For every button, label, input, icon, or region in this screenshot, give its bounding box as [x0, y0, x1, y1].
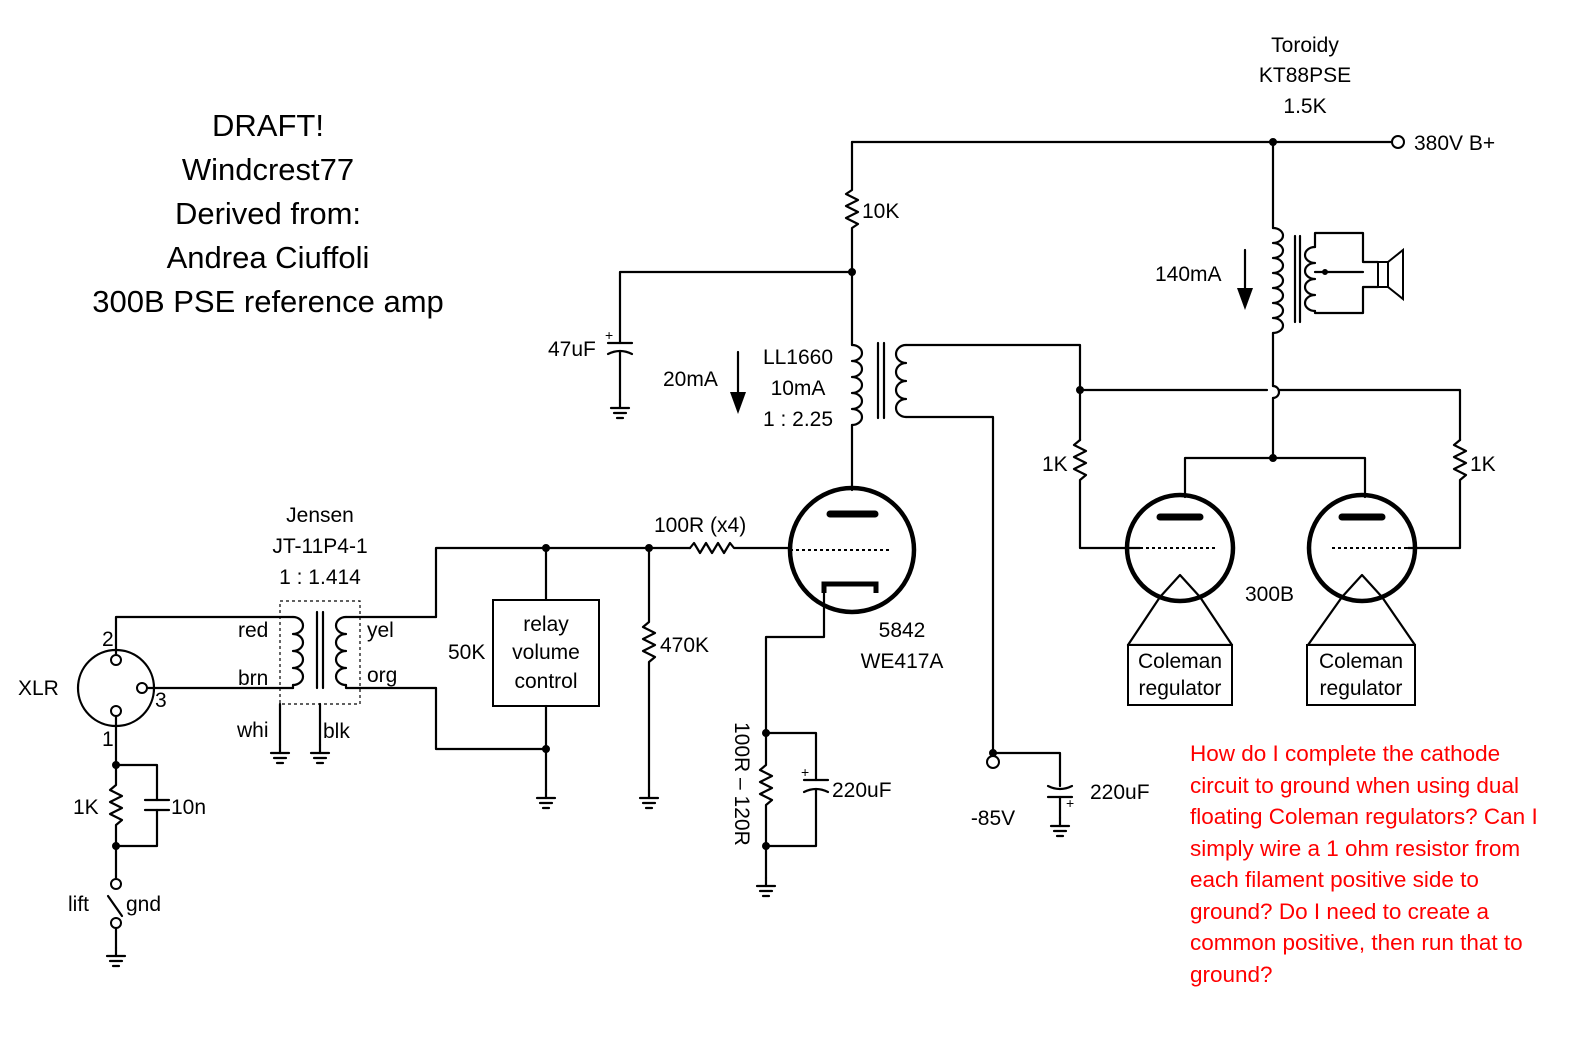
- relay-box-line-2: volume: [512, 641, 580, 664]
- input-transformer: Jensen JT-11P4-1 1 : 1.414 red yel brn o…: [114, 504, 438, 765]
- regulator-right-line-1: Coleman: [1319, 650, 1403, 673]
- output-tube-right: Coleman regulator 300B: [1245, 492, 1418, 706]
- resistor-10k: 10K: [844, 140, 899, 276]
- grid-r-right-label: 1K: [1470, 453, 1496, 476]
- cathode-cap-label: 220uF: [832, 779, 892, 802]
- title-line-4: Andrea Ciuffoli: [167, 240, 370, 275]
- switch-lift-label: lift: [68, 893, 89, 916]
- wire-org-label: org: [367, 664, 397, 687]
- output-grid-network: 1K 1K: [1042, 386, 1496, 550]
- cathode-resistor-label: 100R – 120R: [730, 722, 753, 846]
- switch-gnd-label: gnd: [126, 893, 161, 916]
- output-tube-label: 300B: [1245, 583, 1294, 606]
- driver-tube-line-1: 5842: [879, 619, 926, 642]
- it-line-2: JT-11P4-1: [272, 535, 367, 558]
- xlr-connector: XLR 2 3 1: [18, 628, 167, 769]
- bias-terminal: [986, 755, 1000, 769]
- lift-switch-icon: [106, 894, 124, 918]
- output-current-label: 140mA: [1155, 263, 1222, 286]
- bias-supply: -85V + 220uF: [971, 749, 1150, 838]
- ot-line-3: 1.5K: [1283, 95, 1326, 118]
- resistor-10k-label: 10K: [862, 200, 899, 223]
- wire-blk-label: blk: [323, 720, 350, 743]
- ot-line-2: KT88PSE: [1259, 64, 1351, 87]
- cap-47uf: + 47uF: [548, 270, 854, 420]
- supply-label: 380V B+: [1414, 132, 1495, 155]
- driver-current-arrow: 20mA: [663, 350, 746, 414]
- ground-c-label: 10n: [171, 796, 206, 819]
- cathode-network: + 220uF 100R – 120R: [730, 722, 892, 898]
- interstage-line-1: LL1660: [763, 346, 833, 369]
- bias-voltage-label: -85V: [971, 807, 1015, 830]
- driver-tube: 5842 WE417A: [764, 485, 944, 737]
- cap-47uf-label: 47uF: [548, 338, 596, 361]
- resistor-470k-label: 470K: [660, 634, 709, 657]
- interstage-line-2: 10mA: [771, 377, 826, 400]
- svg-text:+: +: [801, 764, 809, 780]
- interstage-line-3: 1 : 2.25: [763, 408, 833, 431]
- regulator-left: [1127, 644, 1233, 706]
- grid-r-left-label: 1K: [1042, 453, 1068, 476]
- wire-yel-label: yel: [367, 619, 394, 642]
- relay-box-line-1: relay: [523, 613, 569, 636]
- title-line-1: DRAFT!: [212, 108, 324, 143]
- output-transformer-label: Toroidy KT88PSE 1.5K: [1259, 34, 1351, 118]
- title-block: DRAFT! Windcrest77 Derived from: Andrea …: [92, 108, 444, 319]
- grid-stopper-label: 100R (x4): [654, 514, 746, 537]
- it-line-3: 1 : 1.414: [279, 566, 361, 589]
- title-line-2: Windcrest77: [182, 152, 354, 187]
- ot-line-1: Toroidy: [1271, 34, 1339, 57]
- speaker-icon: [1377, 261, 1389, 288]
- svg-text:+: +: [605, 327, 613, 343]
- xlr-pin-2: 2: [102, 628, 114, 651]
- output-transformer: 140mA: [1155, 140, 1404, 460]
- pot-label: 50K: [448, 641, 485, 664]
- xlr-label: XLR: [18, 677, 59, 700]
- wire-whi-label: whi: [236, 719, 269, 742]
- ground-lift-network: 1K 10n lift gnd: [68, 763, 206, 968]
- title-line-5: 300B PSE reference amp: [92, 284, 444, 319]
- relay-volume-control: [492, 599, 600, 707]
- relay-box-line-3: control: [514, 670, 577, 693]
- driver-tube-line-2: WE417A: [861, 650, 944, 673]
- it-line-1: Jensen: [286, 504, 354, 527]
- ground-r-label: 1K: [73, 796, 99, 819]
- regulator-right: [1306, 644, 1416, 706]
- xlr-pin-1: 1: [102, 728, 114, 751]
- bias-cap-label: 220uF: [1090, 781, 1150, 804]
- b-plus-terminal: [1391, 135, 1405, 149]
- b-plus-rail: 380V B+: [850, 132, 1495, 155]
- wire-brn-label: brn: [238, 667, 268, 690]
- interstage-transformer: LL1660 10mA 1 : 2.25: [763, 270, 1082, 757]
- driver-current-label: 20mA: [663, 368, 718, 391]
- xlr-pin-3: 3: [155, 689, 167, 712]
- title-line-3: Derived from:: [175, 196, 361, 231]
- question-note: How do I complete the cathode circuit to…: [1190, 741, 1538, 987]
- output-tube-left: Coleman regulator: [1124, 492, 1236, 706]
- wire-red-label: red: [238, 619, 268, 642]
- driver-grid-network: 100R (x4) relay volume control 50K 470K: [434, 514, 792, 810]
- svg-text:+: +: [1066, 795, 1074, 811]
- regulator-right-line-2: regulator: [1320, 677, 1403, 700]
- regulator-left-line-2: regulator: [1139, 677, 1222, 700]
- regulator-left-line-1: Coleman: [1138, 650, 1222, 673]
